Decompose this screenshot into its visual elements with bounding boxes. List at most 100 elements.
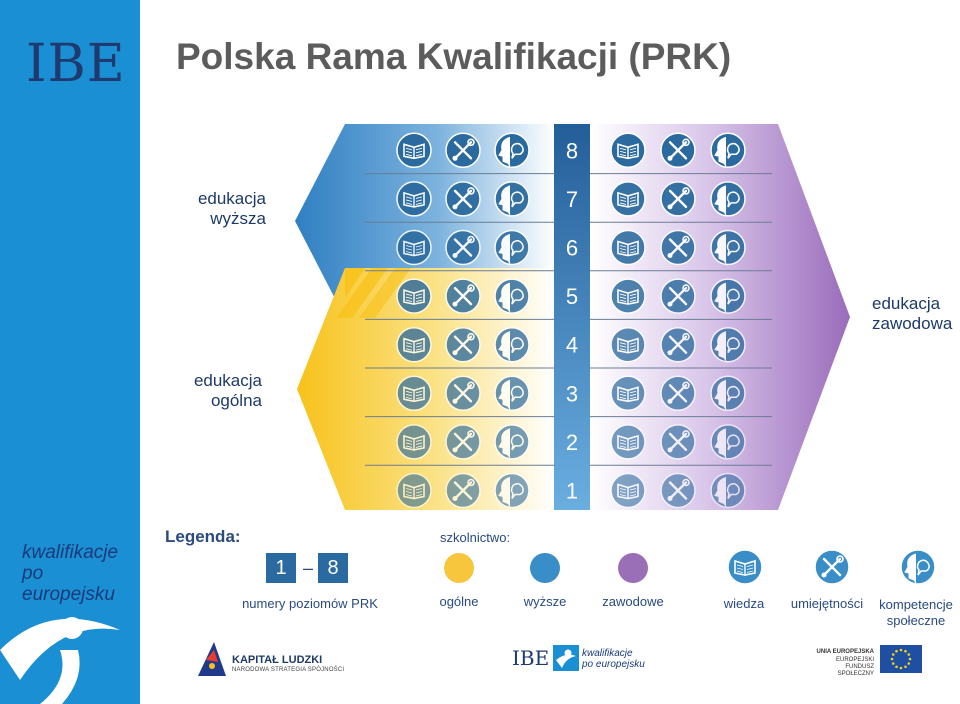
legend-general-label: ogólne xyxy=(439,594,479,609)
tools-icon xyxy=(660,229,696,266)
level-number: 1 xyxy=(566,479,578,504)
level-number: 2 xyxy=(566,430,578,455)
head-speech-icon xyxy=(710,132,746,169)
level-number: 4 xyxy=(566,333,578,358)
book-icon xyxy=(396,375,432,412)
tools-icon xyxy=(660,326,696,363)
legend-knowledge-label: wiedza xyxy=(723,596,765,611)
eu-star-icon xyxy=(895,649,898,653)
footer-kapital-ludzki-subtitle: NARODOWA STRATEGIA SPÓJNOŚCI xyxy=(232,667,345,673)
overlap-hatching xyxy=(336,268,411,318)
level-column xyxy=(554,124,590,510)
head-speech-icon xyxy=(494,181,530,217)
book-icon xyxy=(610,375,646,412)
eu-star-icon xyxy=(904,649,907,653)
footer-brand-text: kwalifikacje po europejsku xyxy=(582,648,645,670)
eu-star-icon xyxy=(891,653,895,656)
level-number: 3 xyxy=(566,381,578,406)
head-speech-icon xyxy=(710,278,746,314)
kapital-ludzki-logo xyxy=(198,642,226,676)
head-speech-icon xyxy=(494,229,530,266)
book-icon xyxy=(610,278,646,314)
level-number: 5 xyxy=(566,284,578,309)
tools-icon xyxy=(445,278,481,314)
level-number: 7 xyxy=(566,187,578,212)
legend-icons xyxy=(727,549,936,585)
legend-social-label: kompetencje społeczne xyxy=(879,597,953,628)
legend-vocational-circle xyxy=(618,553,648,583)
book-icon xyxy=(396,424,432,460)
tools-icon xyxy=(814,549,850,585)
footer-eu-title: UNIA EUROPEJSKA xyxy=(816,649,874,655)
head-speech-icon xyxy=(710,472,746,509)
legend-level-caption: numery poziomów PRK xyxy=(242,596,378,611)
head-speech-icon xyxy=(710,181,746,217)
eu-star-icon xyxy=(904,665,907,669)
legend-level-dash: – xyxy=(302,558,313,578)
book-icon xyxy=(396,472,432,509)
tools-icon xyxy=(445,132,481,169)
book-icon xyxy=(396,326,432,363)
level-number: 6 xyxy=(566,236,578,261)
tools-icon xyxy=(660,375,696,412)
footer-ibe-logo: IBE xyxy=(512,646,550,670)
legend-vocational-label: zawodowe xyxy=(602,594,664,609)
head-speech-icon xyxy=(710,375,746,412)
tools-icon xyxy=(445,424,481,460)
legend-skills-label: umiejętności xyxy=(790,596,864,611)
book-icon xyxy=(396,181,432,217)
book-icon xyxy=(396,229,432,266)
legend-level-to: 8 xyxy=(318,553,348,583)
eu-star-icon xyxy=(907,653,911,656)
legend-title: Legenda: xyxy=(165,527,241,546)
book-icon xyxy=(610,132,646,169)
eu-star-icon xyxy=(908,657,912,661)
tools-icon xyxy=(660,472,696,509)
legend-level-from: 1 xyxy=(266,553,296,583)
eu-star-icon xyxy=(890,657,894,661)
eu-star-icon xyxy=(899,648,903,652)
row-separators xyxy=(365,173,772,466)
tools-icon xyxy=(445,326,481,363)
book-icon xyxy=(727,549,763,585)
head-speech-icon xyxy=(494,375,530,412)
book-icon xyxy=(610,181,646,217)
brand-line-1: kwalifikacje xyxy=(22,542,119,563)
tools-icon xyxy=(445,375,481,412)
eu-star-icon xyxy=(899,666,903,670)
book-icon xyxy=(610,326,646,363)
head-speech-icon xyxy=(494,424,530,460)
head-speech-icon xyxy=(494,472,530,509)
ibe-logo: IBE xyxy=(26,34,126,94)
tools-icon xyxy=(660,181,696,217)
label-vocational-education: edukacja zawodowa xyxy=(872,294,953,333)
page-title: Polska Rama Kwalifikacji (PRK) xyxy=(176,36,732,77)
legend-schools-title: szkolnictwo: xyxy=(440,530,511,545)
eu-star-icon xyxy=(895,665,898,669)
footer-eu-fund: EUROPEJSKI FUNDUSZ SPOŁECZNY xyxy=(835,657,874,677)
label-higher-education: edukacja wyższa xyxy=(197,189,266,228)
head-speech-icon xyxy=(494,132,530,169)
sidebar: IBE kwalifikacje po europejsku xyxy=(0,0,140,704)
tools-icon xyxy=(660,424,696,460)
book-icon xyxy=(396,132,432,169)
head-speech-icon xyxy=(900,549,936,585)
level-numbers: 8 7 6 5 4 3 2 1 xyxy=(566,138,578,503)
head-speech-icon xyxy=(494,326,530,363)
eu-flag-icon xyxy=(880,645,922,673)
running-figure-icon xyxy=(0,617,120,704)
label-general-education: edukacja ogólna xyxy=(193,371,262,410)
vocational-education-shape xyxy=(590,124,850,510)
footer-kapital-ludzki-title: KAPITAŁ LUDZKI xyxy=(232,654,323,666)
level-number: 8 xyxy=(566,138,578,163)
tools-icon xyxy=(660,278,696,314)
brand-text: kwalifikacje po europejsku xyxy=(22,542,140,605)
legend-higher-label: wyższe xyxy=(523,594,567,609)
book-icon xyxy=(610,229,646,266)
ibe-footer-figure-icon xyxy=(553,645,579,671)
book-icon xyxy=(610,424,646,460)
eu-star-icon xyxy=(891,662,895,665)
book-icon xyxy=(610,472,646,509)
icon-grid xyxy=(396,132,746,509)
